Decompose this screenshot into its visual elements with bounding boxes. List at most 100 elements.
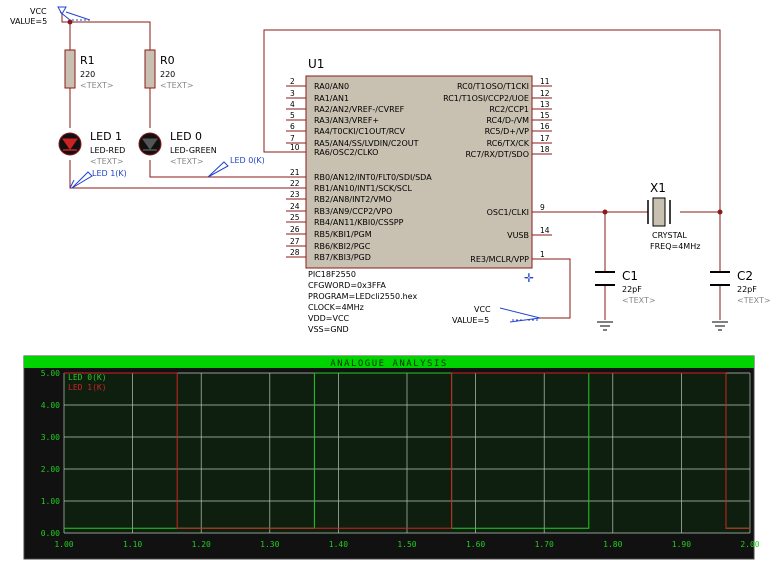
led1-type: LED-RED bbox=[90, 146, 125, 155]
pin-number: 27 bbox=[290, 237, 300, 246]
pin-label: RB0/AN12/INT0/FLT0/SDI/SDA bbox=[314, 173, 432, 182]
resistor-r1[interactable]: R1 220 <TEXT> bbox=[64, 49, 114, 90]
vcc-top-label: VCC bbox=[30, 7, 47, 16]
led0-ref: LED 0 bbox=[170, 130, 202, 143]
pin-label: RC7/RX/DT/SDO bbox=[465, 150, 529, 159]
origin-crosshair-icon: ✛ bbox=[524, 271, 534, 285]
pin-label: RE3/MCLR/VPP bbox=[470, 255, 529, 264]
x-tick-label: 1.00 bbox=[54, 540, 73, 549]
y-tick-label: 4.00 bbox=[41, 401, 60, 410]
pin-number: 9 bbox=[540, 203, 545, 212]
y-tick-labels: 0.001.002.003.004.005.00 bbox=[41, 369, 60, 538]
chip-property: PIC18F2550 bbox=[308, 270, 356, 279]
pin-label: RC2/CCP1 bbox=[489, 105, 529, 114]
legend-led0: LED 0(K) bbox=[68, 373, 107, 382]
probe-led1[interactable]: LED 1(K) bbox=[69, 169, 127, 189]
pin-number: 15 bbox=[540, 111, 550, 120]
x-tick-label: 1.50 bbox=[397, 540, 416, 549]
led-1-red[interactable]: LED 1 LED-RED <TEXT> bbox=[58, 130, 125, 166]
r0-ref: R0 bbox=[160, 54, 175, 67]
pin-label: RB6/KBI2/PGC bbox=[314, 242, 371, 251]
x-tick-label: 1.40 bbox=[329, 540, 348, 549]
x-tick-label: 2.00 bbox=[740, 540, 759, 549]
pin-number: 14 bbox=[540, 226, 550, 235]
x-tick-label: 1.20 bbox=[192, 540, 211, 549]
capacitor-c1[interactable]: C1 22pF <TEXT> bbox=[595, 269, 656, 305]
pin-label: RB2/AN8/INT2/VMO bbox=[314, 195, 392, 204]
chip-body-pic18f2550[interactable] bbox=[305, 75, 533, 269]
chip-ref: U1 bbox=[308, 57, 324, 71]
pin-number: 26 bbox=[290, 225, 300, 234]
x-tick-label: 1.90 bbox=[672, 540, 691, 549]
pin-label: RB4/AN11/KBI0/CSSPP bbox=[314, 218, 404, 227]
pin-number: 23 bbox=[290, 190, 300, 199]
c1-value: 22pF bbox=[622, 285, 642, 294]
chip-property: CLOCK=4MHz bbox=[308, 303, 364, 312]
pin-label: RC4/D-/VM bbox=[486, 116, 529, 125]
pin-number: 24 bbox=[290, 202, 300, 211]
vcc-mclr-value: VALUE=5 bbox=[452, 316, 489, 325]
c2-value: 22pF bbox=[737, 285, 757, 294]
led1-text: <TEXT> bbox=[90, 157, 124, 166]
pin-label: RA0/AN0 bbox=[314, 82, 349, 91]
r0-value: 220 bbox=[160, 70, 175, 79]
chip-property: VSS=GND bbox=[308, 325, 349, 334]
r0-text: <TEXT> bbox=[160, 81, 194, 90]
pin-number: 4 bbox=[290, 100, 295, 109]
led-0-green[interactable]: LED 0 LED-GREEN <TEXT> bbox=[138, 130, 217, 166]
wire-ra6-loop bbox=[263, 29, 721, 212]
series-lines bbox=[64, 372, 750, 529]
chip-property: PROGRAM=LEDcli2550.hex bbox=[308, 292, 417, 301]
c1-ref: C1 bbox=[622, 269, 638, 283]
x-tick-label: 1.70 bbox=[535, 540, 554, 549]
pin-number: 7 bbox=[290, 134, 295, 143]
chip-pins-left: 2RA0/AN03RA1/AN14RA2/AN2/VREF-/CVREF5RA3… bbox=[286, 77, 432, 262]
wire-led0-rb0 bbox=[149, 160, 286, 178]
vcc-terminal-mclr[interactable]: VCC VALUE=5 bbox=[452, 305, 541, 325]
crystal-freq: FREQ=4MHz bbox=[650, 242, 700, 251]
pin-label: RB5/KBI1/PGM bbox=[314, 230, 372, 239]
pin-label: RC6/TX/CK bbox=[487, 139, 530, 148]
pin-label: RA1/AN1 bbox=[314, 94, 349, 103]
graph-title-bar bbox=[24, 356, 754, 368]
pin-label: RB3/AN9/CCP2/VPO bbox=[314, 207, 392, 216]
chip-pins-right: 11RC0/T1OSO/T1CKI12RC1/T1OSI/CCP2/UOE13R… bbox=[443, 77, 552, 264]
resistor-r0[interactable]: R0 220 <TEXT> bbox=[144, 49, 194, 90]
y-tick-label: 2.00 bbox=[41, 465, 60, 474]
r1-value: 220 bbox=[80, 70, 95, 79]
graph-title: ANALOGUE ANALYSIS bbox=[330, 359, 448, 369]
wire-vcc-rail bbox=[61, 14, 151, 50]
wire-mclr bbox=[530, 258, 571, 319]
pin-label: RA4/T0CKI/C1OUT/RCV bbox=[314, 127, 406, 136]
vcc-terminal-top[interactable]: VCC VALUE=5 bbox=[10, 6, 92, 26]
pin-label: VUSB bbox=[507, 231, 529, 240]
pin-label: RC0/T1OSO/T1CKI bbox=[457, 82, 529, 91]
ground-icon bbox=[597, 321, 613, 331]
pin-number: 6 bbox=[290, 122, 295, 131]
x-tick-label: 1.60 bbox=[466, 540, 485, 549]
pin-label: RC5/D+/VP bbox=[485, 127, 530, 136]
crystal-x1[interactable]: X1 CRYSTAL FREQ=4MHz bbox=[647, 181, 700, 251]
crystal-type: CRYSTAL bbox=[652, 231, 687, 240]
c2-ref: C2 bbox=[737, 269, 753, 283]
pin-label: RB1/AN10/INT1/SCK/SCL bbox=[314, 184, 412, 193]
pin-number: 3 bbox=[290, 89, 295, 98]
analogue-analysis-graph[interactable]: ANALOGUE ANALYSIS 0.001.002.003.004.005.… bbox=[0, 351, 778, 563]
legend-led1: LED 1(K) bbox=[68, 383, 107, 392]
schematic: VCC VALUE=5 R1 220 <TEXT> R0 220 <TEXT> … bbox=[10, 6, 771, 334]
crystal-ref: X1 bbox=[650, 181, 666, 195]
pin-number: 10 bbox=[290, 143, 300, 152]
pin-number: 1 bbox=[540, 250, 545, 259]
pin-label: RA6/OSC2/CLKO bbox=[314, 148, 378, 157]
pin-label: RB7/KBI3/PGD bbox=[314, 253, 371, 262]
probe-led0[interactable]: LED 0(K) bbox=[207, 156, 265, 178]
led1-ref: LED 1 bbox=[90, 130, 122, 143]
junction-dot bbox=[717, 209, 723, 215]
junction-dot bbox=[67, 19, 73, 25]
vcc-top-value: VALUE=5 bbox=[10, 17, 47, 26]
capacitor-c2[interactable]: C2 22pF <TEXT> bbox=[710, 269, 771, 305]
pin-number: 21 bbox=[290, 168, 300, 177]
pin-number: 28 bbox=[290, 248, 300, 257]
y-tick-label: 1.00 bbox=[41, 497, 60, 506]
